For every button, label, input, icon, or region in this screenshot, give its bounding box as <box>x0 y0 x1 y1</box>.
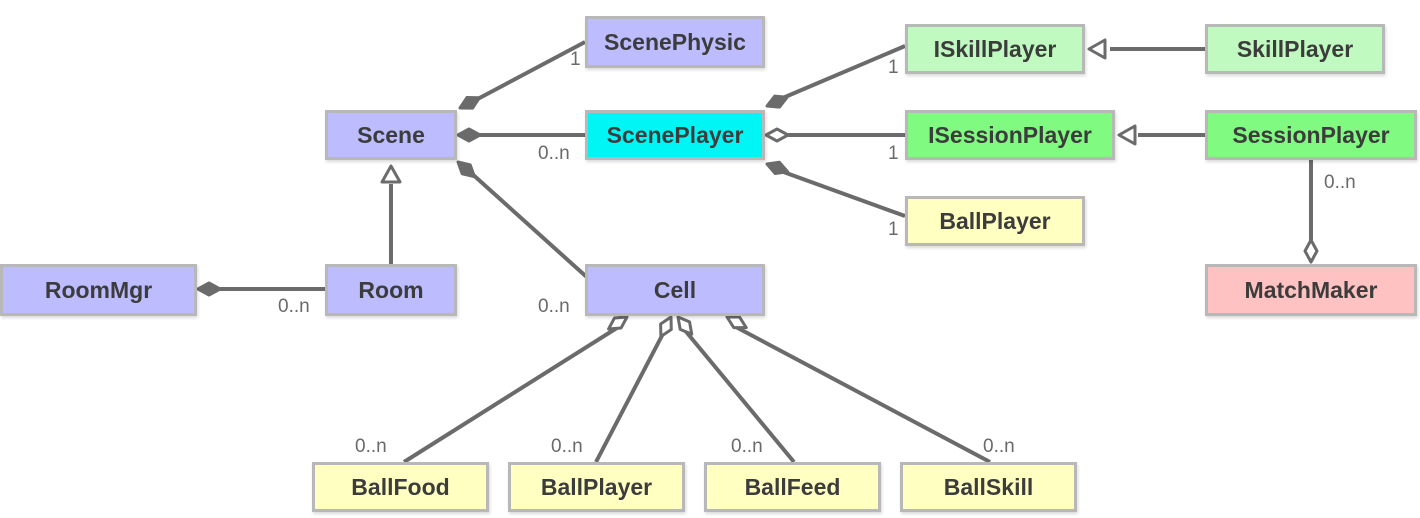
class-name: MatchMaker <box>1244 276 1378 303</box>
composition-diamond-scene-physic <box>458 96 481 110</box>
class-ball-skill: BallSkill <box>900 462 1077 512</box>
multiplicity-label-scene-player: 0..n <box>538 143 570 164</box>
association-line-scene-cell <box>468 170 602 291</box>
aggregation-diamond-cell-ballplayer <box>659 315 673 339</box>
class-name: ISessionPlayer <box>928 121 1092 148</box>
multiplicity-label-scene-physic: 1 <box>570 49 581 70</box>
class-name: BallPlayer <box>540 473 653 500</box>
composition-diamond-scene-player <box>456 127 482 143</box>
class-name: BallFood <box>351 473 450 500</box>
class-isession-player: ISessionPlayer <box>905 110 1115 160</box>
composition-diamond-sceneplayer-iskill <box>765 94 789 109</box>
class-scene-physic: ScenePhysic <box>585 16 765 68</box>
composition-diamond-scene-cell <box>456 160 476 179</box>
class-scene-player: ScenePlayer <box>585 110 765 160</box>
multiplicity-label-ball-skill: 0..n <box>983 436 1015 457</box>
association-line-cell-ballfood <box>402 324 622 464</box>
inheritance-arrow-room-scene <box>380 164 402 184</box>
class-name: BallFeed <box>744 473 841 500</box>
class-match-maker: MatchMaker <box>1205 264 1417 316</box>
composition-diamond-roommgr-room <box>196 281 222 297</box>
class-ball-player-bottom: BallPlayer <box>508 462 685 512</box>
aggregation-diamond-cell-ballskill <box>725 315 748 330</box>
association-line-cell-ballskill <box>733 324 991 464</box>
multiplicity-label-room: 0..n <box>278 296 310 317</box>
class-name: RoomMgr <box>44 276 153 303</box>
multiplicity-label-session-player: 0..n <box>1324 172 1356 193</box>
multiplicity-label-cell: 0..n <box>538 296 570 317</box>
class-name: Room <box>358 276 424 303</box>
class-name: BallSkill <box>943 473 1034 500</box>
class-name: ScenePlayer <box>606 121 744 148</box>
class-skill-player: SkillPlayer <box>1205 24 1385 74</box>
class-ball-feed: BallFeed <box>704 462 881 512</box>
aggregation-diamond-sceneplayer-isession <box>764 127 790 143</box>
aggregation-diamond-matchmaker <box>1303 238 1319 264</box>
class-name: ISkillPlayer <box>933 35 1057 62</box>
class-ball-player-top: BallPlayer <box>905 196 1085 246</box>
class-name: SkillPlayer <box>1236 35 1354 62</box>
connector-layer <box>220 40 1313 464</box>
association-line-cell-ballplayer <box>594 327 668 463</box>
class-name: Cell <box>653 276 697 303</box>
multiplicity-label-ball-player-top: 1 <box>888 219 899 240</box>
class-name: BallPlayer <box>939 207 1051 234</box>
multiplicity-label-isession-player: 1 <box>888 143 899 164</box>
aggregation-diamond-cell-ballfeed <box>676 315 694 336</box>
class-room-mgr: RoomMgr <box>0 264 197 316</box>
multiplicity-label-iskill-player: 1 <box>888 57 899 78</box>
association-line-cell-ballfeed <box>681 326 796 464</box>
class-scene: Scene <box>325 110 457 160</box>
class-session-player: SessionPlayer <box>1205 110 1417 160</box>
composition-diamond-sceneplayer-ballplayer <box>765 160 790 175</box>
multiplicity-label-ball-feed: 0..n <box>731 436 763 457</box>
class-ball-food: BallFood <box>312 462 489 512</box>
class-name: Scene <box>357 121 425 148</box>
class-cell: Cell <box>585 264 765 316</box>
class-name: ScenePhysic <box>604 28 746 55</box>
multiplicity-label-ball-player-bottom: 0..n <box>551 436 583 457</box>
association-line-scene-physic <box>471 40 586 104</box>
realization-arrow-session <box>1117 124 1137 146</box>
class-iskill-player: ISkillPlayer <box>905 24 1085 74</box>
marker-layer <box>196 38 1319 339</box>
association-line-sceneplayer-iskill <box>777 44 906 102</box>
association-line-sceneplayer-ballplayer <box>777 168 906 218</box>
multiplicity-label-ball-food: 0..n <box>355 436 387 457</box>
class-name: SessionPlayer <box>1232 121 1390 148</box>
class-room: Room <box>325 264 457 316</box>
aggregation-diamond-cell-ballfood <box>607 315 629 331</box>
realization-arrow-skill <box>1087 38 1107 60</box>
